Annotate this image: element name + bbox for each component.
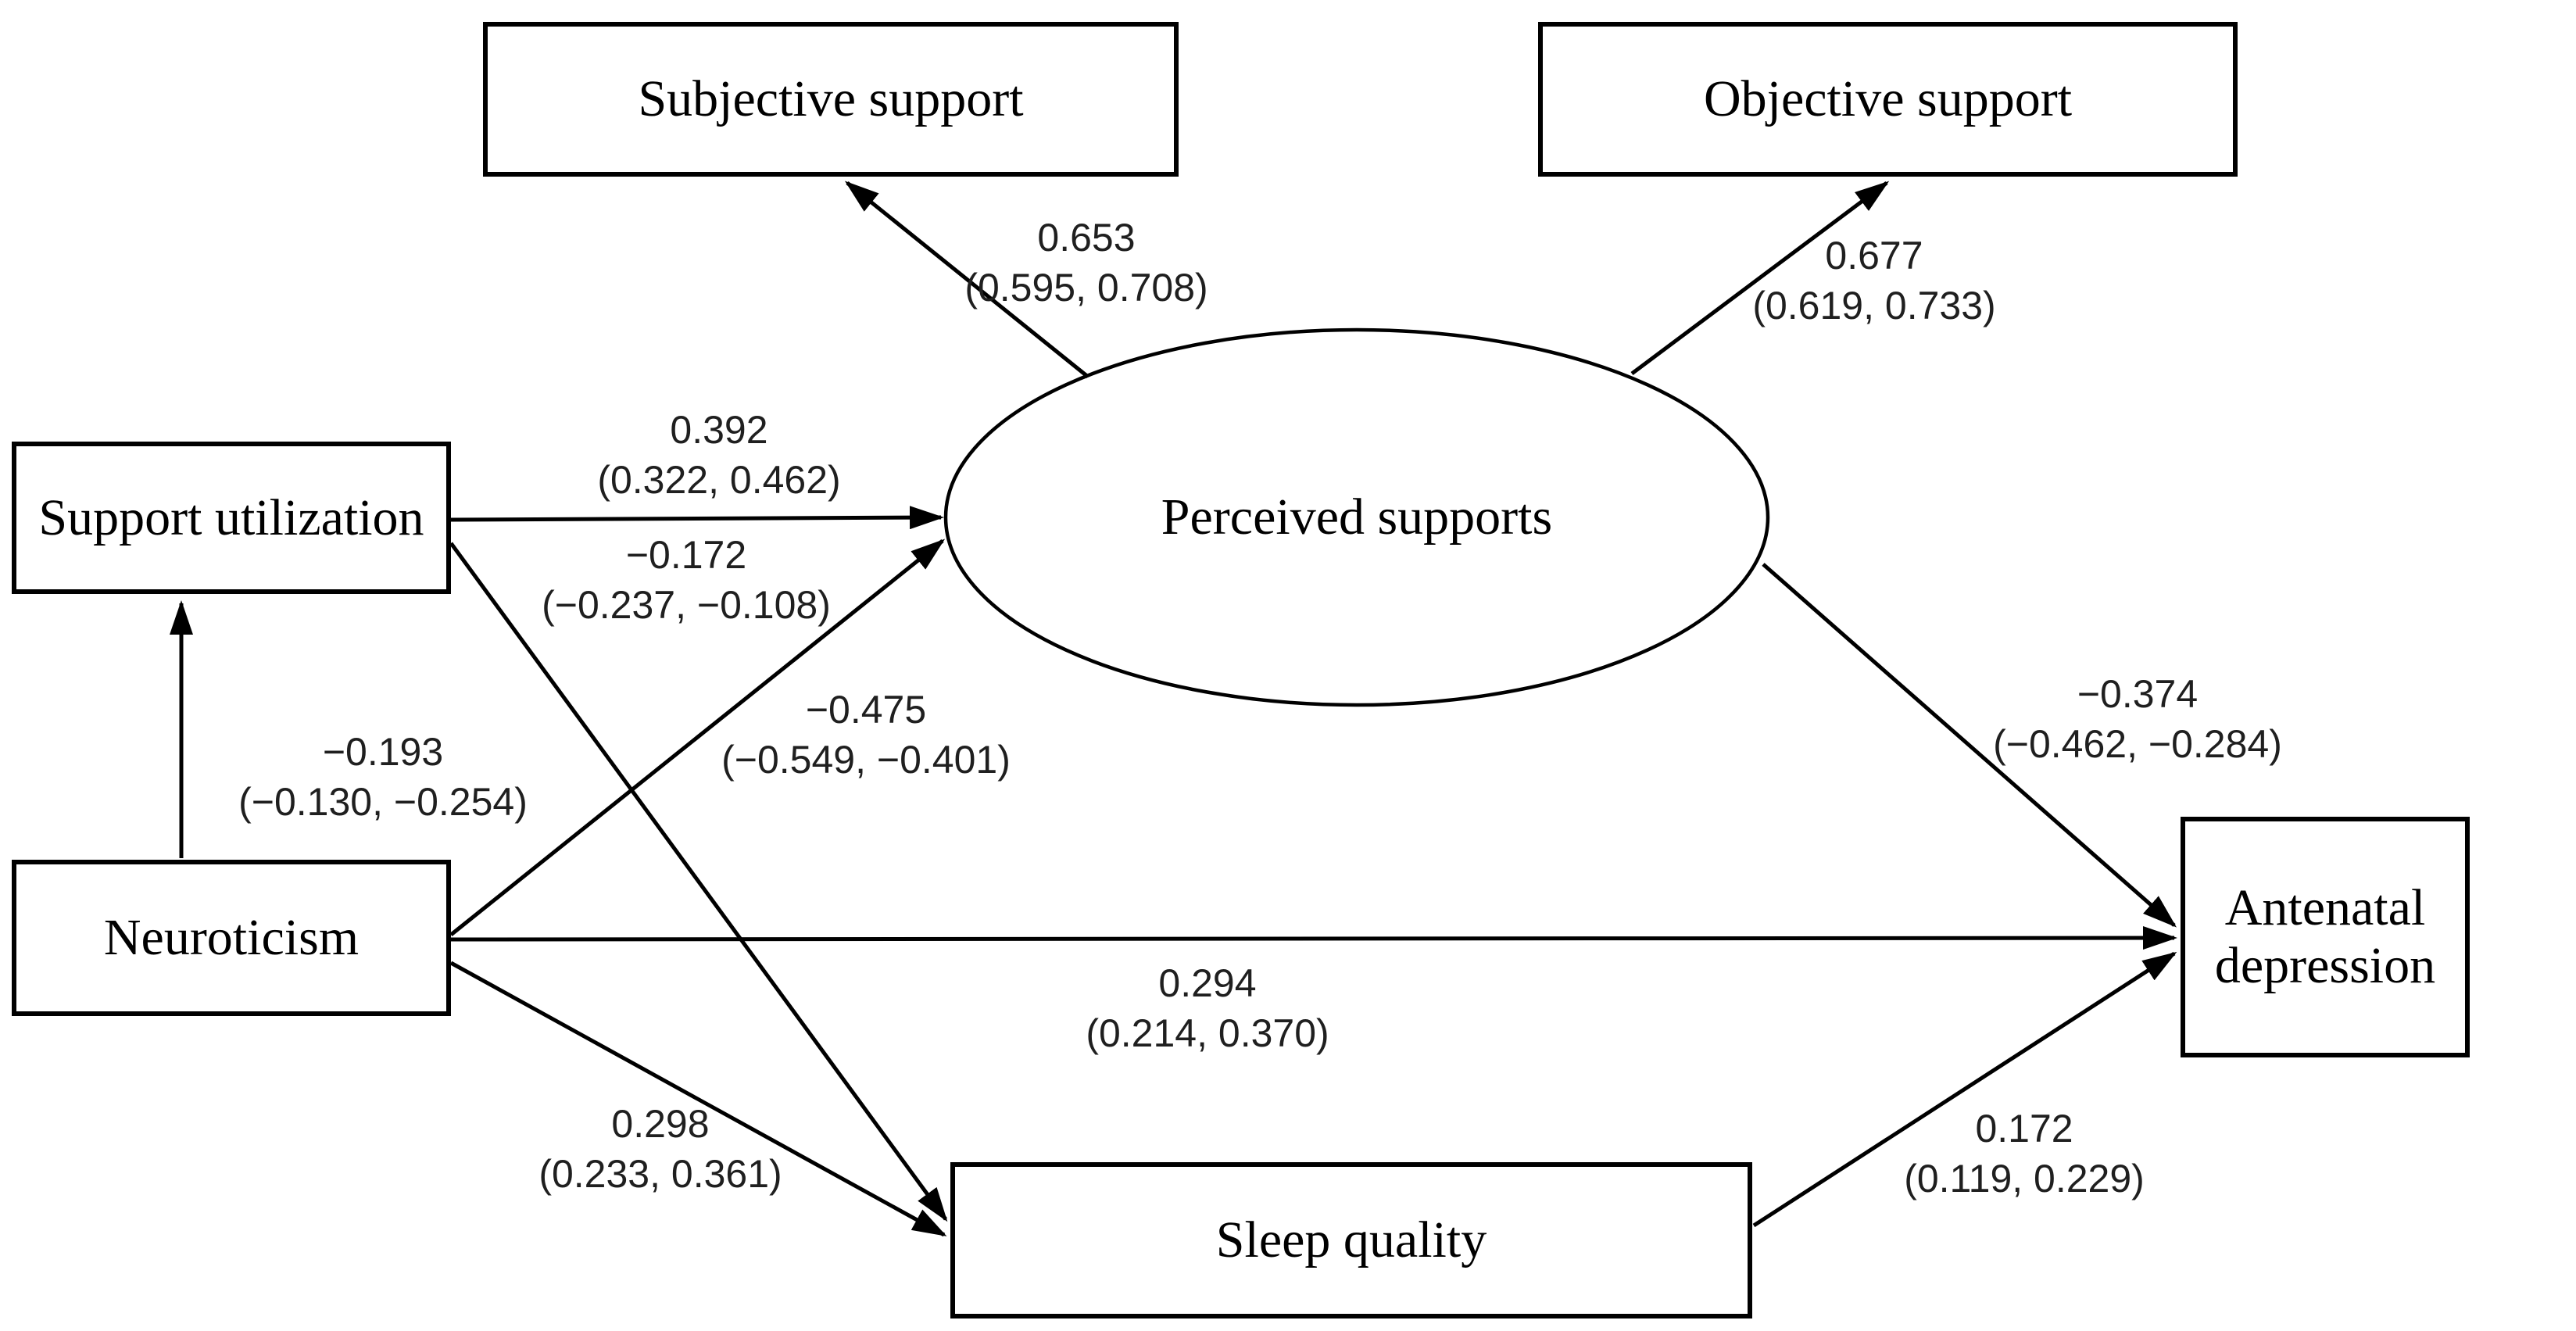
coef-estimate: −0.374 (2077, 672, 2199, 716)
arrow-neuroticism-to-antenatal (450, 926, 2177, 950)
coef-ci: (0.322, 0.462) (597, 458, 841, 502)
arrow-sleep-to-antenatal (1752, 951, 2177, 1228)
node-objective-support: Objective support (1538, 22, 2238, 177)
arrow-perceived-to-objective (1630, 181, 1890, 376)
coef-neuroticism-to-perceived: −0.475 (−0.549, −0.401) (721, 685, 1011, 785)
coef-ci: (−0.549, −0.401) (721, 738, 1011, 782)
node-antenatal-depression: Antenatal depression (2181, 817, 2470, 1057)
coef-ci: (0.233, 0.361) (538, 1152, 782, 1196)
coef-ci: (−0.462, −0.284) (1993, 722, 2282, 766)
node-neuroticism-label: Neuroticism (103, 909, 360, 966)
coef-neuroticism-to-antenatal: 0.294 (0.214, 0.370) (1086, 958, 1329, 1058)
node-neuroticism: Neuroticism (12, 860, 451, 1016)
coef-estimate: −0.193 (322, 730, 444, 774)
coef-estimate: −0.475 (805, 688, 927, 732)
coef-ci: (0.619, 0.733) (1752, 284, 1996, 327)
coef-estimate: −0.172 (625, 533, 747, 577)
arrow-perceived-to-subjective (844, 181, 1089, 378)
coef-perceived-to-objective: 0.677 (0.619, 0.733) (1752, 231, 1995, 331)
coef-perceived-to-subjective: 0.653 (0.595, 0.708) (964, 213, 1208, 313)
perceived-supports-ellipse (943, 327, 1770, 707)
arrow-perceived-to-antenatal (1762, 563, 2177, 928)
node-perceived-supports: Perceived supports (946, 330, 1768, 705)
coef-ci: (0.595, 0.708) (964, 266, 1208, 309)
coef-perceived-to-antenatal: −0.374 (−0.462, −0.284) (1993, 669, 2282, 769)
node-sleep-quality: Sleep quality (950, 1162, 1752, 1318)
coef-ci: (−0.237, −0.108) (542, 583, 831, 627)
coef-estimate: 0.653 (1037, 216, 1136, 259)
coef-estimate: 0.298 (611, 1102, 710, 1146)
node-support-utilization: Support utilization (12, 442, 451, 594)
coef-estimate: 0.392 (670, 408, 768, 452)
node-antenatal-depression-label: Antenatal depression (2214, 879, 2436, 994)
node-subjective-support: Subjective support (483, 22, 1179, 177)
coef-neuroticism-to-sleep: 0.298 (0.233, 0.361) (538, 1099, 782, 1199)
coef-estimate: 0.172 (1975, 1107, 2073, 1150)
arrow-support-utilization-to-perceived (450, 506, 944, 530)
node-sleep-quality-label: Sleep quality (1215, 1211, 1487, 1268)
coef-sleep-to-antenatal: 0.172 (0.119, 0.229) (1904, 1104, 2145, 1204)
coef-ci: (−0.130, −0.254) (238, 780, 528, 824)
arrow-neuroticism-to-perceived (449, 538, 946, 936)
node-subjective-support-label: Subjective support (638, 70, 1024, 127)
node-objective-support-label: Objective support (1703, 70, 2073, 127)
coef-support-utilization-to-sleep: −0.172 (−0.237, −0.108) (542, 530, 831, 630)
coef-ci: (0.214, 0.370) (1086, 1011, 1329, 1055)
arrow-support-utilization-to-sleep (449, 542, 948, 1222)
node-support-utilization-label: Support utilization (38, 488, 424, 546)
node-perceived-supports-label: Perceived supports (1161, 488, 1553, 546)
coef-neuroticism-to-support-utilization: −0.193 (−0.130, −0.254) (238, 727, 528, 827)
coef-support-utilization-to-perceived: 0.392 (0.322, 0.462) (597, 405, 840, 505)
coef-ci: (0.119, 0.229) (1904, 1157, 2145, 1200)
coef-estimate: 0.677 (1825, 234, 1923, 277)
arrow-neuroticism-to-sleep (449, 961, 947, 1237)
coef-estimate: 0.294 (1158, 961, 1257, 1005)
